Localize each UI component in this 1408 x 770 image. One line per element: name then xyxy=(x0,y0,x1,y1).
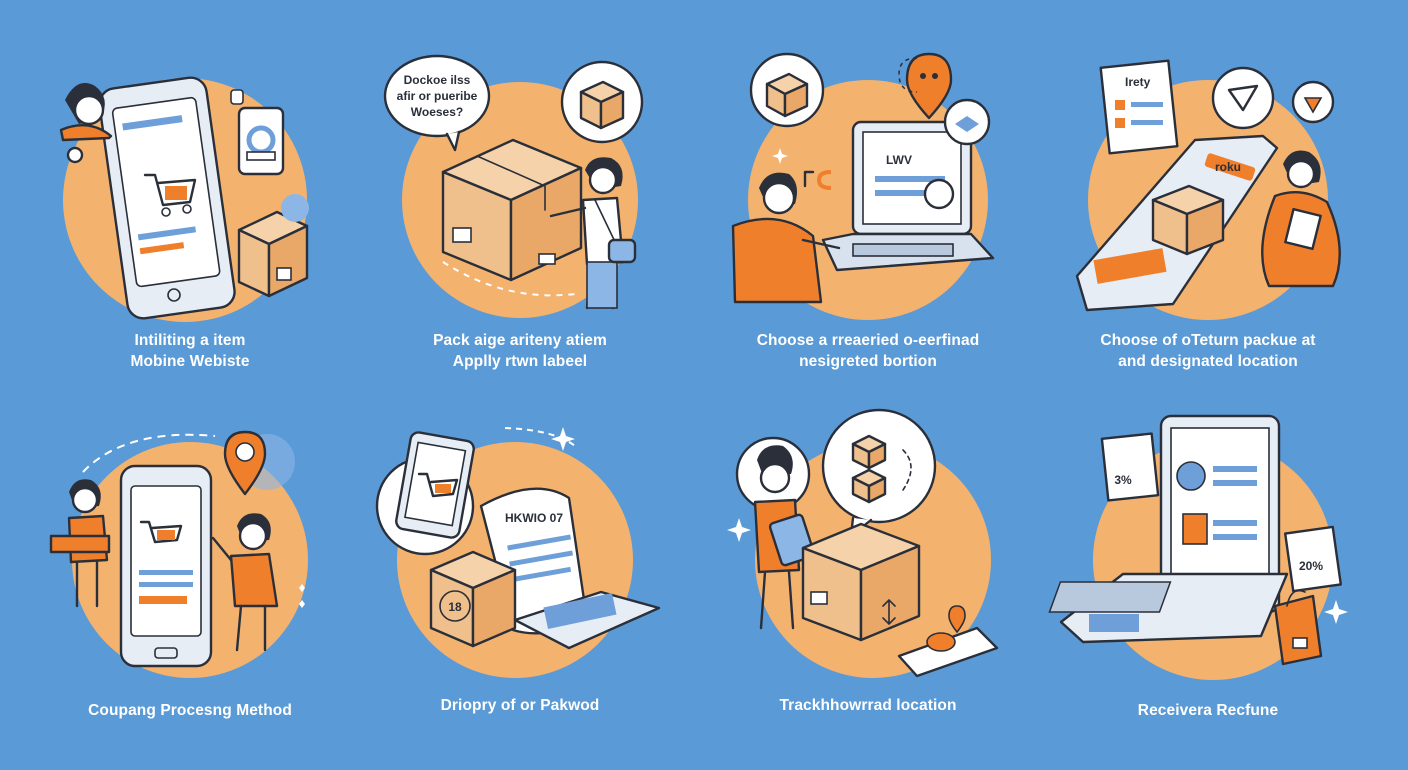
step-6-caption: Driopry of or Pakwod xyxy=(355,695,685,716)
tag-text: 20% xyxy=(1299,559,1323,573)
step-7-caption-line-1: Trackhhowrrad location xyxy=(779,697,957,714)
price-tag-icon: 20% xyxy=(1283,525,1343,593)
step-5-processing-method: Coupang Procesng Method xyxy=(25,410,355,770)
step-4-caption-line-2: and designated location xyxy=(1118,353,1298,370)
shopping-cart-icon xyxy=(417,472,459,498)
motion-dashes xyxy=(442,261,576,297)
chat-bubble-icon xyxy=(230,89,285,176)
speech-bubble-icon xyxy=(735,408,937,538)
box-icon xyxy=(237,210,309,298)
location-pin-icon xyxy=(905,52,953,120)
tablet-tag-text: roku xyxy=(1215,160,1241,174)
box-icon xyxy=(803,170,832,190)
step-2-caption-line-1: Pack aige ariteny atiem xyxy=(433,332,607,349)
step-1-caption-line-2: Mobine Webiste xyxy=(130,353,250,370)
cardboard-box-icon xyxy=(441,138,583,282)
step-5-caption-line-1: Coupang Procesng Method xyxy=(88,702,292,719)
box-bubble-icon xyxy=(749,52,825,128)
step-7-track-location: Trackhhowrrad location xyxy=(703,408,1033,770)
step-7-caption: Trackhhowrrad location xyxy=(703,695,1033,716)
location-pin-icon xyxy=(223,430,295,496)
laptop-icon xyxy=(1048,414,1289,644)
card-icon: 3% xyxy=(1100,432,1160,502)
shopping-cart-icon xyxy=(143,173,197,217)
person-icon xyxy=(731,172,841,304)
step-4-return-package: Irety roku xyxy=(1043,40,1373,400)
card-text: 3% xyxy=(1114,473,1132,487)
ticket-icon xyxy=(897,605,999,678)
bubble-text-line-1: Dockoe ilss xyxy=(404,73,471,87)
chat-bubble-icon xyxy=(923,98,991,210)
step-5-caption: Coupang Procesng Method xyxy=(25,700,355,721)
step-8-receive-refund: 3% 20% Receivera Recfune xyxy=(1043,410,1373,770)
shoulder-bag-icon xyxy=(594,199,637,264)
tablet-icon xyxy=(375,431,475,556)
step-1-caption-line-1: Intiliting a item xyxy=(134,332,246,349)
step-2-caption: Pack aige ariteny atiem Applly rtwn labe… xyxy=(355,330,685,372)
step-6-drop-off: HKWIO 07 18 Driopry of or Pakwod xyxy=(355,410,685,770)
step-4-caption: Choose of oTeturn packue at and designat… xyxy=(1043,330,1373,372)
laptop-icon xyxy=(513,590,661,650)
step-3-choose-location: LWV Choose xyxy=(703,40,1033,400)
step-1-caption: Intiliting a item Mobine Webiste xyxy=(25,330,355,372)
laptop-screen-text: LWV xyxy=(886,153,912,167)
person-icon xyxy=(1261,150,1341,288)
dashed-arrow xyxy=(82,433,216,473)
bubble-text-line-2: afir or pueribe xyxy=(397,89,478,103)
box-icon xyxy=(801,522,921,642)
person-icon xyxy=(49,479,111,608)
smartphone-icon xyxy=(119,464,213,668)
step-4-caption-line-1: Choose of oTeturn packue at xyxy=(1100,332,1316,349)
chat-bubble-icon xyxy=(1211,66,1335,130)
box-number-text: 18 xyxy=(448,600,462,614)
receipt-title: HKWIO 07 xyxy=(505,511,563,525)
step-2-caption-line-2: Applly rtwn labeel xyxy=(452,353,588,370)
step-3-caption-line-1: Choose a rreaeried o-eerfinad xyxy=(756,332,980,349)
step-3-caption: Choose a rreaeried o-eerfinad nesigreted… xyxy=(703,330,1033,372)
step-3-caption-line-2: nesigreted bortion xyxy=(799,353,937,370)
speech-bubble-icon: Dockoe ilss afir or pueribe Woeses? xyxy=(383,54,491,152)
step-8-caption: Receivera Recfune xyxy=(1043,700,1373,721)
chat-dots-bubble xyxy=(281,194,309,222)
box-icon: 18 xyxy=(429,550,517,648)
document-text: Irety xyxy=(1125,75,1151,89)
box-bubble-icon xyxy=(560,60,644,144)
box-icon xyxy=(1151,184,1225,256)
step-1-initiate-item: Intiliting a item Mobine Webiste xyxy=(25,40,355,400)
step-8-caption-line-1: Receivera Recfune xyxy=(1137,702,1279,719)
document-icon: Irety xyxy=(1099,59,1179,155)
shopping-bag-icon xyxy=(1273,589,1323,666)
bubble-text-line-3: Woeses? xyxy=(411,105,463,119)
person-icon xyxy=(59,83,113,164)
step-6-caption-line-1: Driopry of or Pakwod xyxy=(440,697,600,714)
dashed-path xyxy=(898,57,918,93)
step-2-pack-item: Dockoe ilss afir or pueribe Woeses? xyxy=(355,40,685,400)
person-icon xyxy=(211,513,279,652)
